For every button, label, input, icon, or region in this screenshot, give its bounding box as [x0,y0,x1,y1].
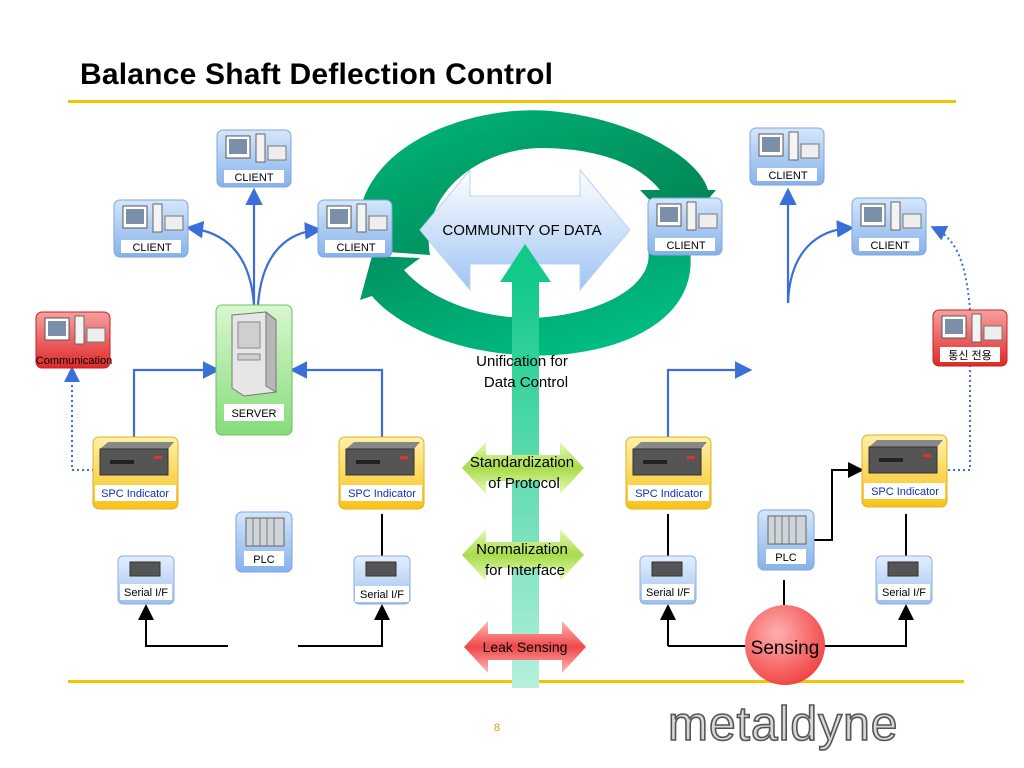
blue-connectors [132,187,855,437]
communication-node-left[interactable]: Communication [35,311,112,369]
client-node-left-top[interactable]: CLIENT [216,129,292,188]
serial-if-label: Serial I/F [882,587,926,599]
standardization-label-2: of Protocol [488,475,560,492]
normalization-label-2: for Interface [485,562,565,579]
spc-indicator-label: SPC Indicator [635,488,703,500]
unification-label-2: Data Control [484,374,568,391]
spc-indicator-right-2[interactable]: SPC Indicator [861,434,948,508]
standardization-label-1: Standardization [470,454,574,471]
client-node-right-top[interactable]: CLIENT [749,127,825,186]
client-node-right-center[interactable]: CLIENT [647,197,723,256]
communication-label: Communication [36,355,112,367]
client-label: CLIENT [870,240,909,252]
plc-label: PLC [775,552,796,564]
metaldyne-logo: metaldyne [668,698,898,751]
data-cycle-arrows [357,110,716,356]
up-arrow-head [500,244,551,282]
sensing-node[interactable]: Sensing [745,605,825,685]
plc-label: PLC [253,554,274,566]
client-label: CLIENT [132,242,171,254]
sensing-label: Sensing [751,638,820,659]
spc-indicator-left-1[interactable]: SPC Indicator [92,436,179,510]
serial-if-label: Serial I/F [646,587,690,599]
spc-indicator-label: SPC Indicator [348,488,416,500]
community-label: COMMUNITY OF DATA [442,222,601,239]
client-label: CLIENT [666,240,705,252]
serial-connectors [138,462,914,647]
serial-if-label: Serial I/F [124,587,168,599]
normalization-label-1: Normalization [476,541,568,558]
unification-label-1: Unification for [476,353,568,370]
spc-indicator-label: SPC Indicator [101,488,169,500]
dotted-connectors [64,225,971,471]
serial-if-right-1[interactable]: Serial I/F [639,555,697,605]
client-label: CLIENT [768,170,807,182]
client-label: CLIENT [336,242,375,254]
serial-if-right-2[interactable]: Serial I/F [875,555,933,605]
communication-label: 통신 전용 [948,349,992,362]
server-label: SERVER [231,408,276,420]
leak-sensing-arrow [464,621,586,673]
page-number: 8 [494,722,500,734]
serial-if-left-1[interactable]: Serial I/F [117,555,175,605]
server-node[interactable]: SERVER [215,304,293,436]
client-label: CLIENT [234,172,273,184]
client-node-left-mid[interactable]: CLIENT [113,199,189,258]
slide-title: Balance Shaft Deflection Control [80,58,554,91]
plc-node-left[interactable]: PLC [235,511,293,573]
normalization-arrow [462,529,584,581]
serial-if-label: Serial I/F [360,589,404,601]
plc-node-right[interactable]: PLC [757,509,815,571]
communication-node-right[interactable]: 통신 전용 [932,309,1008,367]
spc-indicator-label: SPC Indicator [871,486,939,498]
community-double-arrow [419,168,631,292]
spc-indicator-right-1[interactable]: SPC Indicator [625,436,712,510]
client-node-left-right[interactable]: CLIENT [317,199,393,258]
client-node-right-right[interactable]: CLIENT [851,197,927,256]
vertical-data-bar [512,280,539,688]
serial-if-left-2[interactable]: Serial I/F [353,555,411,605]
spc-indicator-left-2[interactable]: SPC Indicator [338,436,425,510]
leak-sensing-label: Leak Sensing [483,639,568,655]
standardization-arrow [462,442,584,494]
title-underline [68,100,956,103]
